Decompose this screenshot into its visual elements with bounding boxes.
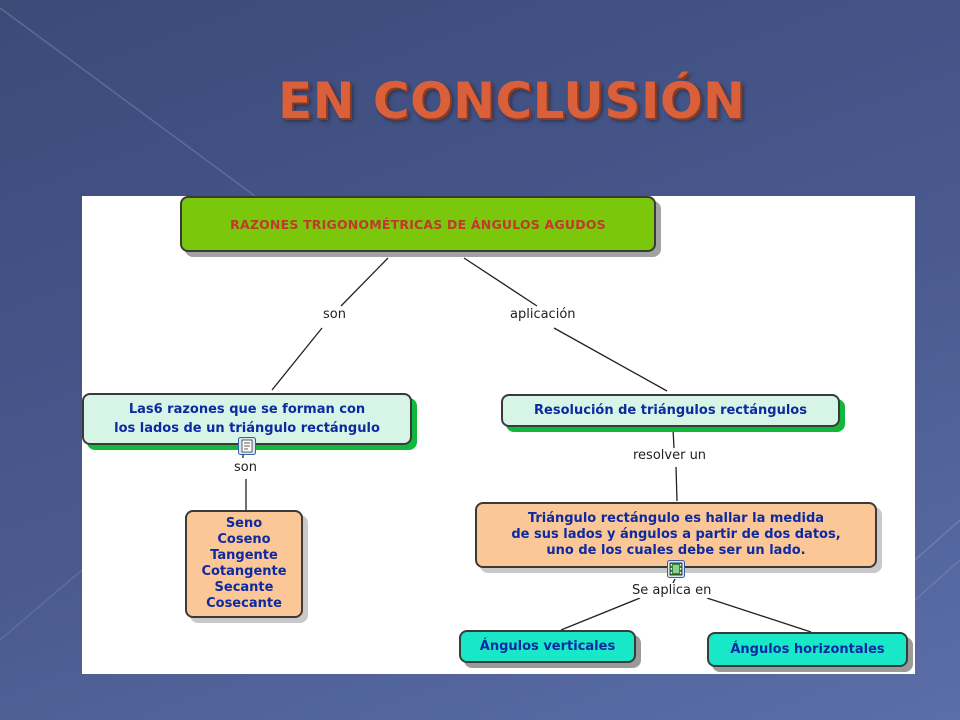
vertical-angles-node[interactable]: Ángulos verticales <box>459 630 636 663</box>
definition-line-3: uno de los cuales debe ser un lado. <box>546 543 806 558</box>
connector-son-ratios <box>271 327 323 391</box>
ratios-list-node[interactable]: Seno Coseno Tangente Cotangente Secante … <box>185 510 303 618</box>
concept-map-connectors <box>242 257 812 633</box>
vertical-angles-label: Ángulos verticales <box>479 639 616 654</box>
six-ratios-node[interactable]: Las6 razones que se forman con los lados… <box>82 393 412 445</box>
root-concept-label: RAZONES TRIGONOMÉTRICAS DE ÁNGULOS AGUDO… <box>230 216 606 232</box>
link-label-son-2: son <box>232 460 259 475</box>
connector-definition-seaplica <box>672 578 676 584</box>
connector-root-son <box>340 257 389 307</box>
link-label-resolver-un: resolver un <box>631 448 709 463</box>
definition-line-2: de sus lados y ángulos a partir de dos d… <box>511 527 841 542</box>
link-label-son: son <box>321 307 348 322</box>
connector-aplicacion-resolution <box>553 327 668 392</box>
ratio-item: Cotangente <box>201 564 287 579</box>
concept-map-panel: RAZONES TRIGONOMÉTRICAS DE ÁNGULOS AGUDO… <box>82 196 915 674</box>
film-resource-icon[interactable] <box>667 560 685 578</box>
resolution-label: Resolución de triángulos rectángulos <box>534 403 807 418</box>
six-ratios-line-1: Las6 razones que se forman con <box>128 402 366 417</box>
link-label-aplicacion: aplicación <box>508 307 578 322</box>
connector-root-aplicacion <box>463 257 538 307</box>
connector-seaplica-vertical <box>560 597 641 631</box>
definition-line-1: Triángulo rectángulo es hallar la medida <box>527 511 825 526</box>
ratio-item: Coseno <box>217 532 271 547</box>
resolution-node[interactable]: Resolución de triángulos rectángulos <box>501 394 840 427</box>
connector-seaplica-horizontal <box>706 597 812 633</box>
definition-node[interactable]: Triángulo rectángulo es hallar la medida… <box>475 502 877 568</box>
connector-resolution-resolver <box>672 428 675 449</box>
connector-resolver-definition <box>675 466 678 502</box>
horizontal-angles-node[interactable]: Ángulos horizontales <box>707 632 908 667</box>
ratio-item: Secante <box>214 580 274 595</box>
horizontal-angles-label: Ángulos horizontales <box>730 642 885 657</box>
link-label-se-aplica-en: Se aplica en <box>630 583 714 598</box>
document-resource-icon[interactable] <box>238 437 256 455</box>
ratio-item: Seno <box>225 516 263 531</box>
root-concept-node[interactable]: RAZONES TRIGONOMÉTRICAS DE ÁNGULOS AGUDO… <box>180 196 656 252</box>
ratio-item: Tangente <box>210 548 278 563</box>
six-ratios-line-2: los lados de un triángulo rectángulo <box>114 421 380 436</box>
ratio-item: Cosecante <box>206 596 282 611</box>
slide-title: EN CONCLUSIÓN <box>278 72 746 130</box>
